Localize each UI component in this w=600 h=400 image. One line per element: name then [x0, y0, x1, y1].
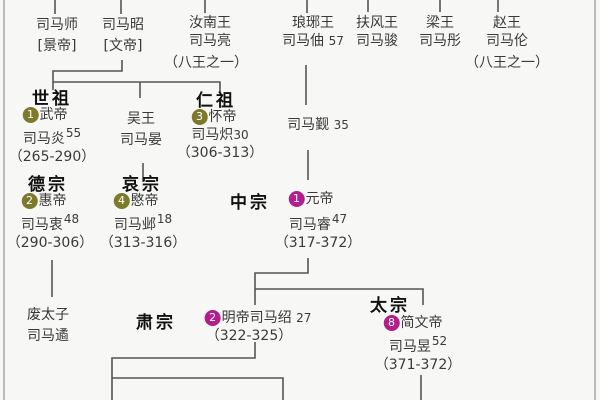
age: 27 [296, 311, 312, 325]
title: 梁王 [426, 15, 454, 31]
name: 司马觐 [287, 117, 330, 133]
name: 司马昭 [102, 17, 144, 33]
order-badge: 4 [113, 193, 130, 209]
name: 司马骏 [356, 33, 398, 49]
temple-name: 肃宗 [136, 313, 176, 333]
person-sima-liang: 汝南王司马亮 （八王之一） [164, 14, 248, 72]
name: 司马亮 [189, 33, 231, 49]
name: 司马遹 [27, 328, 69, 344]
title: 琅琊王 [291, 15, 334, 31]
title: 武帝 [39, 107, 68, 123]
order-badge: 2 [21, 193, 38, 209]
age: 35 [333, 118, 349, 132]
title: 明帝司马绍 [221, 310, 292, 326]
title: 简文帝 [400, 315, 443, 331]
temple-name: 哀宗 [122, 175, 162, 195]
person-sima-lun: 赵王司马伦 （八王之一） [465, 14, 549, 72]
name: 司马师 [36, 17, 78, 33]
name: 司马晏 [120, 132, 162, 148]
name: 司马炽 [191, 127, 234, 143]
age: 52 [431, 334, 448, 348]
order-badge: 3 [191, 109, 208, 125]
title: [景帝] [37, 38, 77, 54]
age: 18 [156, 212, 173, 226]
name: 司马彤 [419, 33, 461, 49]
age: 30 [233, 128, 249, 142]
title: 元帝 [305, 191, 334, 207]
reign: （371-372） [374, 357, 462, 373]
age: 57 [328, 34, 344, 48]
title: 怀帝 [208, 109, 237, 125]
order-badge: 2 [204, 310, 221, 326]
title: 扶风王 [356, 15, 398, 31]
title: 惠帝 [38, 193, 67, 209]
reign: （317-372） [274, 235, 362, 251]
reign: （322-325） [205, 328, 293, 344]
age: 47 [331, 212, 348, 226]
temple-name: 仁祖 [196, 91, 236, 111]
name: 司马衷 [20, 217, 63, 233]
title: 吴王 [127, 111, 155, 127]
title: 汝南王 [189, 15, 231, 31]
person-wuwang: 吴王司马晏 [120, 110, 162, 149]
person-sima-tong: 梁王司马彤 [419, 14, 461, 50]
name: 司马昱 [388, 339, 431, 355]
name: 司马伷 [282, 33, 325, 49]
name: 司马炎 [22, 131, 65, 147]
title: 愍帝 [130, 193, 159, 209]
reign: （290-306） [6, 235, 94, 251]
title: [文帝] [103, 38, 143, 54]
temple-name: 中宗 [230, 193, 270, 213]
temple-name: 世祖 [32, 89, 72, 109]
reign: （265-290） [8, 149, 96, 165]
person-sima-shi: 司马师 [景帝] [36, 16, 78, 55]
person-fei-taizi: 废太子司马遹 [27, 306, 69, 345]
reign: （306-313） [176, 145, 264, 161]
order-badge: 1 [288, 191, 305, 207]
title: 废太子 [27, 307, 69, 323]
order-badge: 8 [383, 315, 400, 331]
temple-name: 德宗 [28, 175, 68, 195]
person-sima-jin: 司马觐 35 [287, 116, 349, 134]
note: （八王之一） [164, 55, 248, 71]
person-sima-jun: 扶风王司马骏 [356, 14, 398, 50]
person-sima-zhou: 琅琊王司马伷 57 [282, 14, 344, 50]
age: 55 [65, 126, 82, 140]
age: 48 [63, 212, 80, 226]
order-badge: 1 [22, 107, 39, 123]
temple-name: 太宗 [370, 296, 410, 316]
name: 司马邺 [113, 217, 156, 233]
title: 赵王 [493, 15, 521, 31]
note: （八王之一） [465, 55, 549, 71]
reign: （313-316） [99, 235, 187, 251]
person-sima-zhao: 司马昭 [文帝] [102, 16, 144, 55]
name: 司马伦 [486, 33, 528, 49]
name: 司马睿 [288, 217, 331, 233]
